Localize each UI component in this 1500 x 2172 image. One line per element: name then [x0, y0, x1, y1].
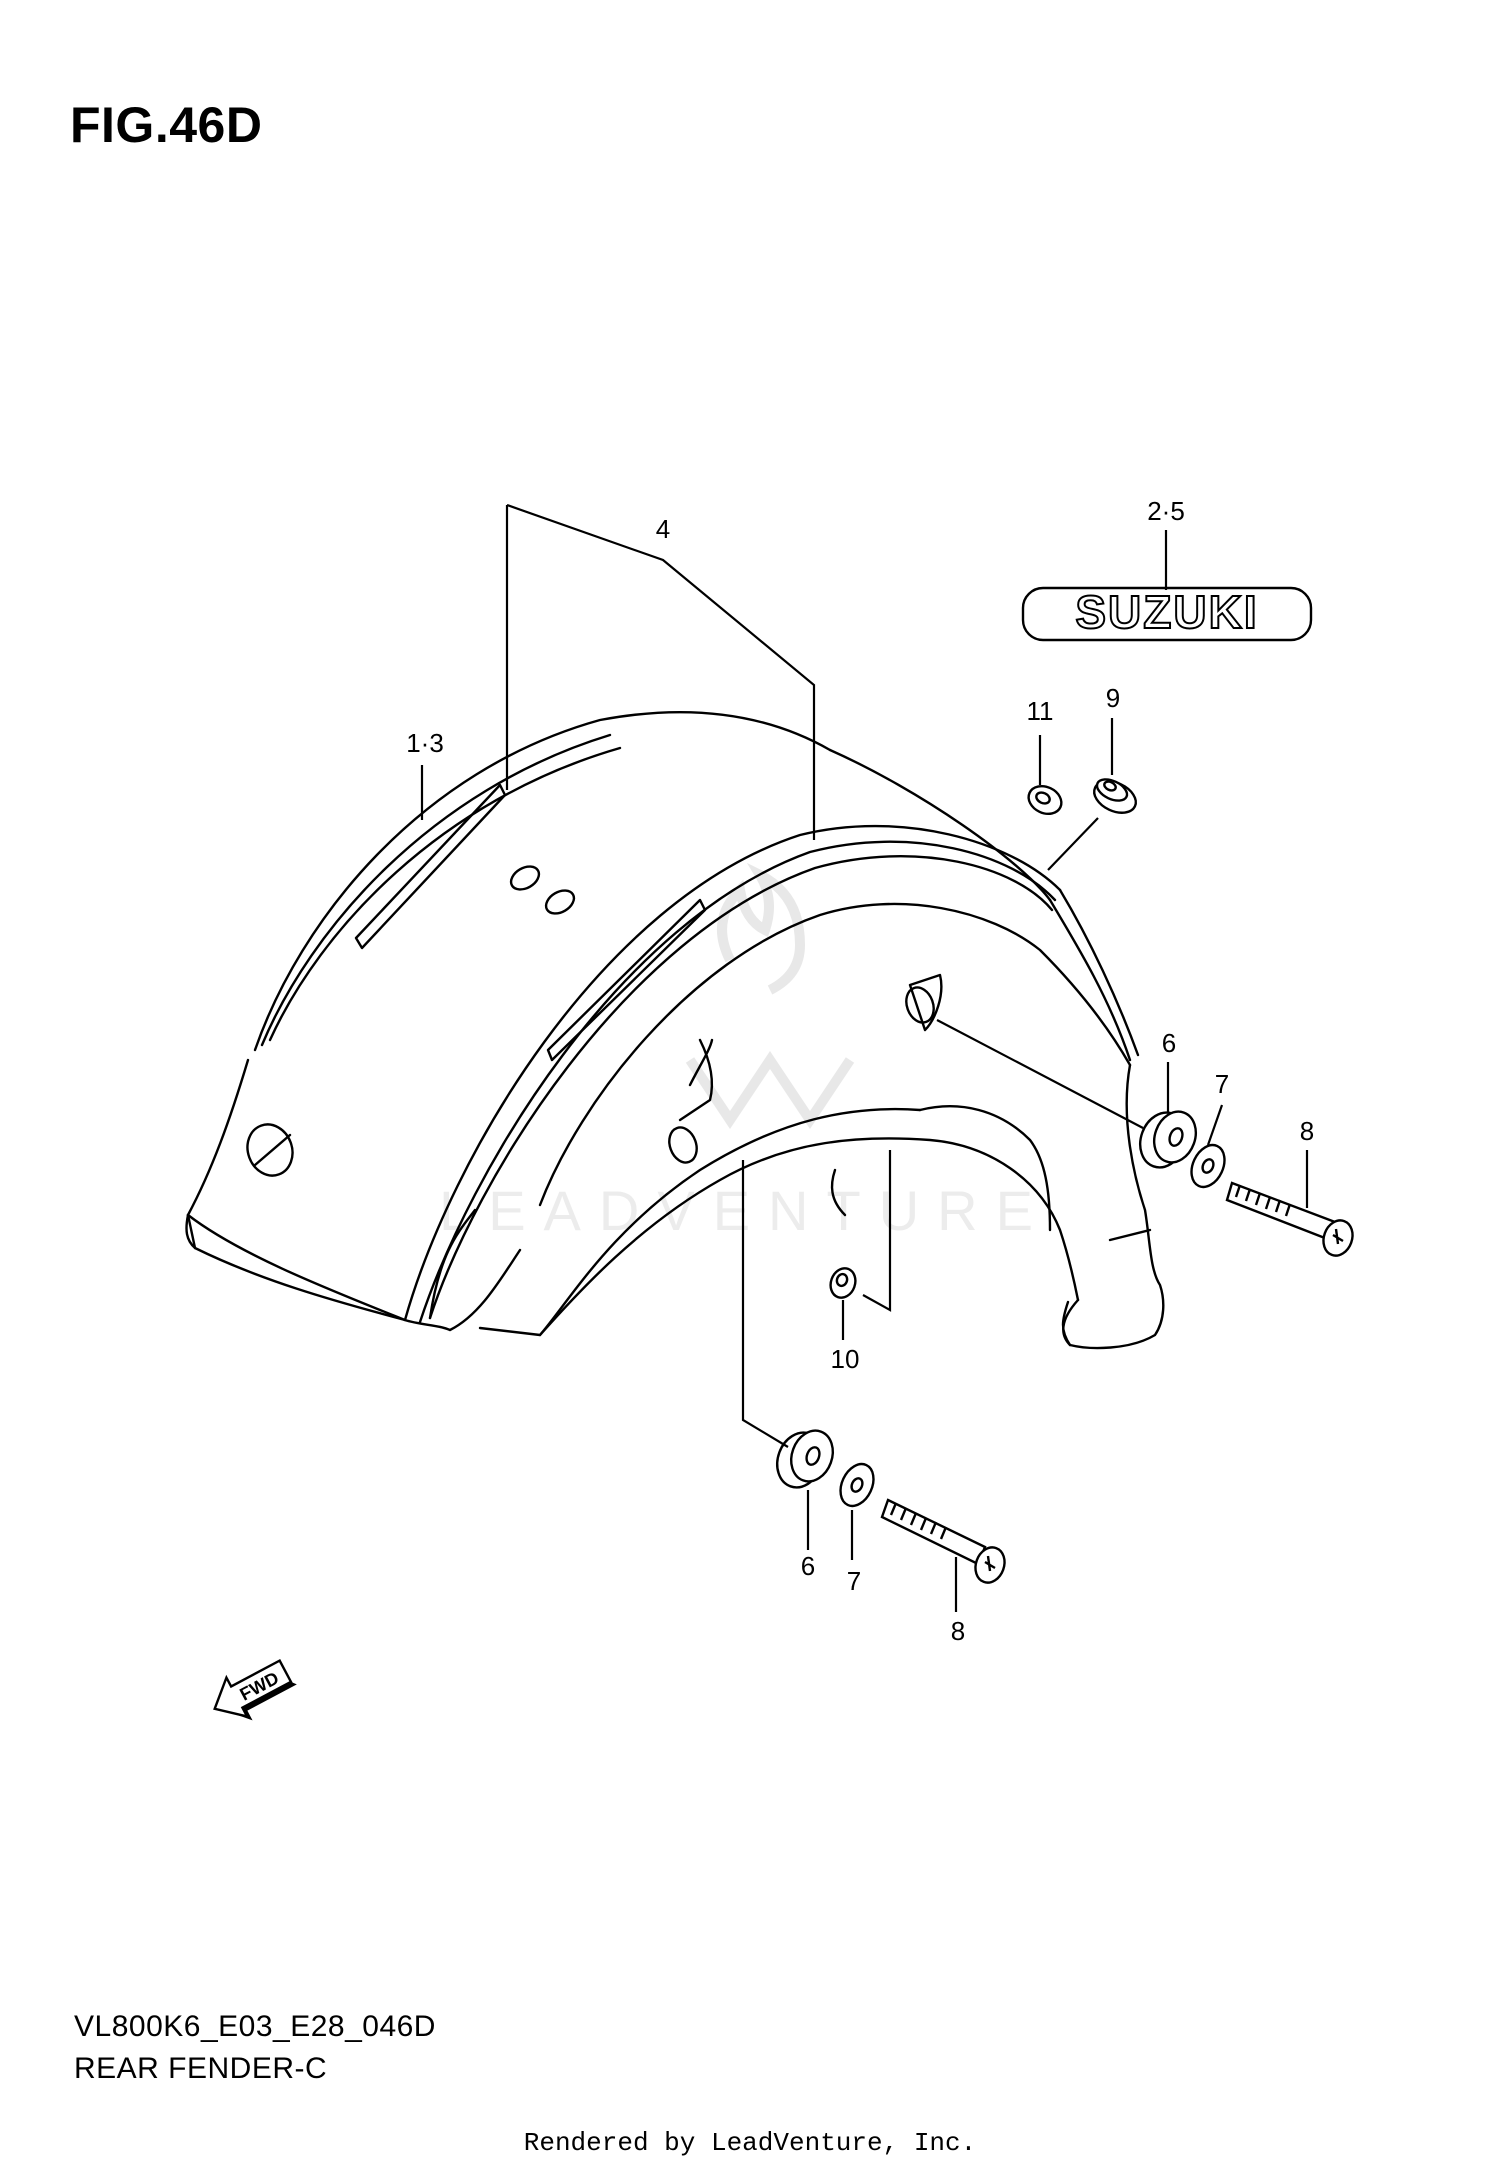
rendered-by: Rendered by LeadVenture, Inc. — [523, 2128, 977, 2158]
figure-title: FIG.46D — [70, 97, 263, 153]
watermark-logo-icon — [685, 862, 855, 1130]
figure-name: REAR FENDER-C — [74, 2052, 328, 2085]
suzuki-emblem: SUZUKI — [1021, 585, 1313, 642]
callout-emblem: 2·5 — [1147, 496, 1185, 526]
callout-cushion-right: 6 — [1162, 1028, 1176, 1058]
rear-fender — [185, 711, 1165, 1350]
callout-labels: 1·3 2·5 4 11 9 6 7 8 10 6 7 8 — [406, 496, 1314, 1646]
grommet-11 — [1027, 785, 1063, 815]
watermark-text: LEADVENTURE — [439, 1179, 1051, 1242]
callout-tape: 4 — [656, 514, 670, 544]
cushion-bottom — [776, 1429, 834, 1489]
callout-grommet-9: 9 — [1106, 683, 1120, 713]
leader-lines — [420, 503, 1309, 1612]
bolt-bottom — [880, 1498, 1006, 1584]
watermark: LEADVENTURE — [439, 862, 1051, 1242]
callout-washer-bottom: 7 — [847, 1566, 861, 1596]
callout-bolt-bottom: 8 — [951, 1616, 965, 1646]
callout-bolt-right: 8 — [1300, 1116, 1314, 1146]
callout-nut-10: 10 — [831, 1344, 860, 1374]
fwd-arrow-icon: FWD — [213, 1659, 297, 1721]
callout-grommet-11: 11 — [1027, 696, 1054, 726]
washer-right — [1190, 1143, 1226, 1189]
callout-fender: 1·3 — [406, 728, 444, 758]
bolt-right — [1225, 1181, 1354, 1257]
cushion-right — [1139, 1110, 1197, 1169]
emblem-text: SUZUKI — [1075, 586, 1258, 638]
nut-10 — [829, 1267, 857, 1299]
figure-code: VL800K6_E03_E28_046D — [74, 2010, 436, 2043]
callout-washer-right: 7 — [1215, 1069, 1229, 1099]
callout-cushion-bottom: 6 — [801, 1551, 815, 1581]
washer-bottom — [839, 1462, 875, 1508]
grommet-9 — [1093, 778, 1137, 814]
